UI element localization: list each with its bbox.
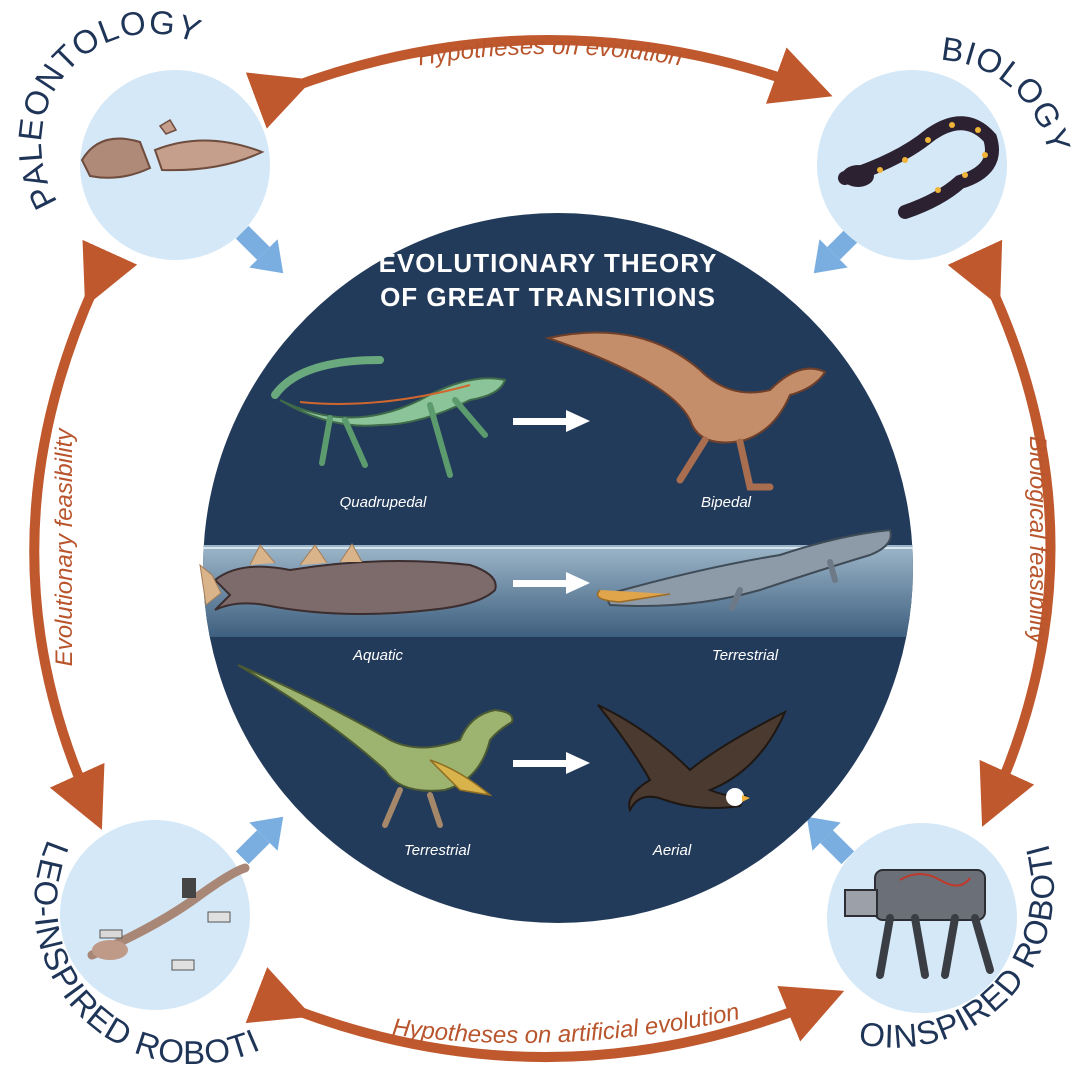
bipedal-dino-illustration — [544, 331, 827, 491]
salamander-illustration — [838, 116, 999, 219]
tetrapod-illustration — [596, 528, 892, 611]
caption-quadrupedal: Quadrupedal — [340, 494, 427, 511]
fossil-illustration — [80, 118, 265, 179]
label-evolutionary-feasibility: Evolutionary feasibility — [51, 427, 78, 667]
blue-arrow-top-left — [235, 225, 284, 274]
caption-aquatic: Aquatic — [352, 647, 404, 664]
caption-terrestrial-2: Terrestrial — [404, 842, 471, 859]
arrow-left — [29, 239, 138, 830]
blue-arrow-bottom-right — [806, 816, 855, 865]
arrow-right — [947, 239, 1056, 827]
label-hypotheses-evolution: Hypotheses on evolution — [416, 33, 685, 72]
caption-terrestrial-1: Terrestrial — [712, 647, 779, 664]
lizard-illustration — [271, 356, 507, 478]
quadruped-robot-illustration — [844, 869, 994, 979]
arrow-bottom — [245, 967, 845, 1062]
blue-arrows — [235, 225, 862, 865]
label-biological-feasibility: Biological feasibility — [1024, 436, 1051, 646]
transition-arrow-1 — [513, 410, 590, 432]
transition-arrow-2 — [513, 572, 590, 594]
center-title-line2: OF GREAT TRANSITIONS — [380, 282, 716, 312]
blue-arrow-bottom-left — [235, 816, 284, 865]
caption-bipedal: Bipedal — [701, 494, 752, 511]
eagle-illustration — [597, 704, 788, 813]
caption-aerial: Aerial — [652, 842, 692, 859]
paleo-robotics-circle — [60, 820, 250, 1010]
paleo-robot-illustration — [87, 863, 250, 971]
center-title-line1: EVOLUTIONARY THEORY — [379, 248, 718, 278]
transition-arrows — [513, 410, 590, 774]
transition-arrow-3 — [513, 752, 590, 774]
arrow-top — [245, 35, 833, 129]
feathered-dino-illustration — [237, 664, 514, 828]
fish-illustration — [199, 543, 497, 615]
